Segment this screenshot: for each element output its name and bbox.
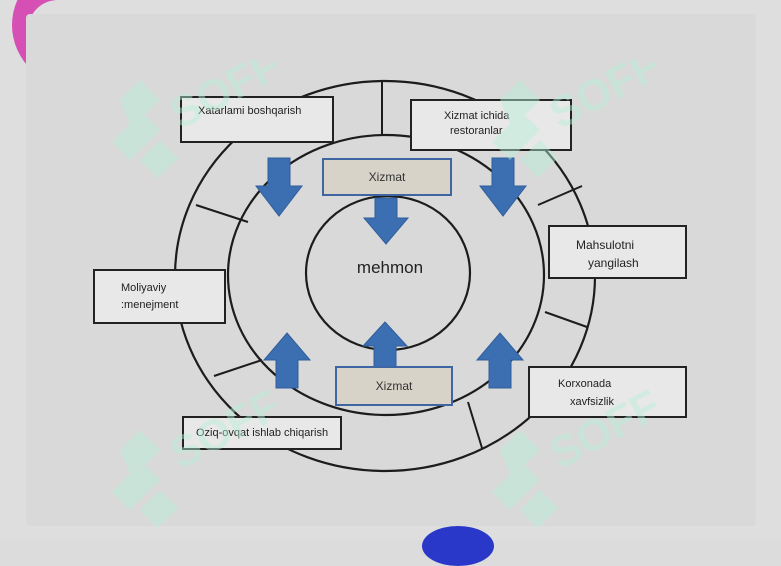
box-restoranlar-line2: restoranlar: [450, 125, 503, 137]
middle-ring: [226, 133, 546, 417]
ring-separators: [195, 82, 588, 449]
box-korxona: Korxonada xavfsizlik: [528, 366, 687, 418]
down-arrow-icon: [254, 157, 304, 217]
down-arrow-icon: [478, 157, 528, 217]
decorative-blue-shape: [422, 526, 494, 566]
box-xatarlar-label: Xatarlami boshqarish: [198, 105, 302, 117]
up-arrow-icon: [361, 321, 409, 369]
box-moliyaviy-line1: Moliyaviy: [121, 282, 167, 294]
arrows: [254, 157, 528, 389]
box-restoranlar: Xizmat ichida restoranlar: [410, 99, 572, 151]
box-korxona-line2: xavfsizlik: [570, 396, 615, 408]
separator-upper-left: [195, 204, 249, 223]
box-oziq-label: Oziq-ovqat ishlab chiqarish: [196, 427, 329, 439]
box-xatarlar: Xatarlami boshqarish: [180, 96, 334, 143]
box-mahsulot: Mahsulotni yangilash: [548, 225, 687, 279]
xizmat-box-bottom: Xizmat: [335, 366, 453, 406]
separator-bottom-right: [467, 401, 483, 449]
down-arrow-icon: [362, 197, 410, 245]
center-label: mehmon: [356, 258, 424, 277]
separator-lower-left: [213, 359, 263, 377]
up-arrow-icon: [262, 332, 312, 389]
box-moliyaviy: Moliyaviy :menejment: [93, 269, 226, 324]
separator-lower-right: [544, 311, 588, 328]
xizmat-box-bottom-label: Xizmat: [375, 379, 413, 393]
box-moliyaviy-line2: :menejment: [121, 299, 179, 311]
xizmat-box-top: Xizmat: [322, 158, 452, 196]
xizmat-box-top-label: Xizmat: [368, 170, 406, 184]
box-mahsulot-line1: Mahsulotni: [576, 238, 635, 252]
box-korxona-line1: Korxonada: [558, 378, 612, 390]
separator-upper-right: [537, 185, 583, 206]
box-mahsulot-line2: yangilash: [588, 256, 639, 270]
up-arrow-icon: [475, 332, 525, 389]
box-restoranlar-line1: Xizmat ichida: [444, 110, 510, 122]
box-oziq: Oziq-ovqat ishlab chiqarish: [182, 416, 342, 450]
